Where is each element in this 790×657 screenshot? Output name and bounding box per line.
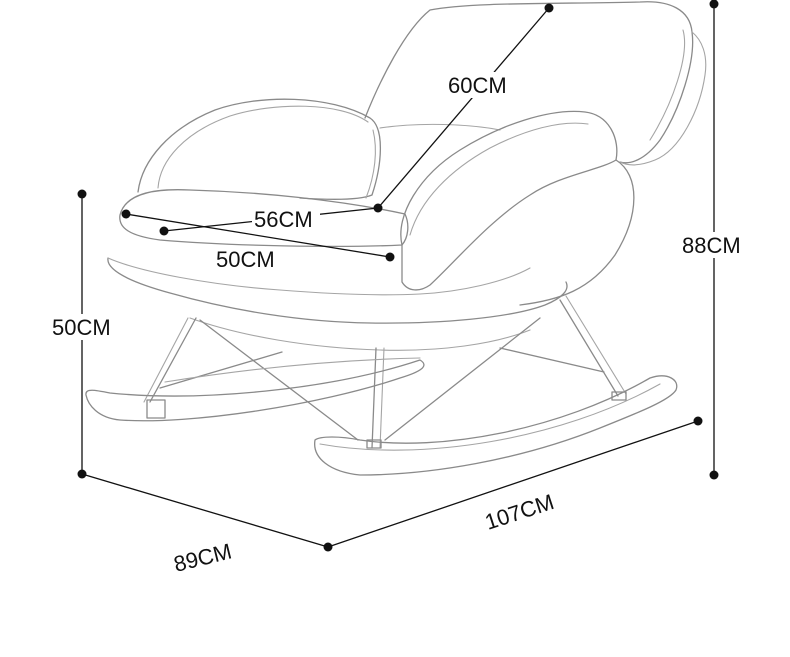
right-armrest-side [519, 159, 635, 306]
leg-back-right [559, 299, 619, 397]
brace-bar [164, 357, 421, 383]
rocker-right-foot-1 [366, 439, 382, 449]
cross-brace-3 [384, 317, 541, 441]
backrest [364, 1, 694, 164]
label-overall-depth: 89CM [171, 538, 234, 576]
chair-shell-top [107, 257, 531, 296]
leg-front-left-2 [143, 317, 189, 403]
rocker-right-foot-2 [611, 391, 627, 401]
rocker-left [85, 359, 425, 422]
rocker-right [314, 375, 678, 476]
label-seat-depth: 50CM [216, 247, 275, 272]
left-armrest-inner [157, 105, 369, 189]
left-armrest-crease [365, 129, 376, 199]
dim-line-seat-depth [125, 213, 391, 258]
seat-rear [379, 123, 501, 131]
rocker-right-inner [319, 383, 661, 451]
label-back-depth: 60CM [448, 73, 507, 98]
left-armrest [137, 98, 382, 200]
cross-brace-4 [499, 347, 605, 373]
backrest-inner-crease [649, 29, 686, 141]
label-overall-height: 88CM [682, 233, 741, 258]
rocking-chair-drawing [85, 1, 707, 476]
cross-brace-1 [199, 319, 359, 441]
label-seat-width: 56CM [254, 207, 313, 232]
dim-dot [693, 416, 703, 426]
leg-front-left [149, 317, 197, 403]
dim-dot [709, 470, 719, 480]
right-armrest-inner [409, 122, 589, 236]
dim-dot [77, 189, 87, 199]
rocker-left-foot [146, 399, 166, 419]
dim-dot [159, 226, 169, 236]
dim-dot [121, 209, 131, 219]
dim-dot [544, 3, 554, 13]
chair-shell-bottom [189, 317, 531, 351]
right-armrest [400, 110, 618, 291]
label-seat-height: 50CM [52, 315, 111, 340]
dim-dot [385, 252, 395, 262]
dim-line-overall-width [327, 420, 699, 548]
cross-brace-2 [159, 351, 283, 389]
chair-legs [143, 295, 627, 449]
dim-line-overall-depth [81, 473, 329, 548]
label-overall-width: 107CM [482, 489, 557, 535]
chair-shell [107, 257, 568, 324]
backrest-edge [619, 31, 707, 166]
dim-dot [709, 0, 719, 9]
leg-back-right-2 [565, 295, 627, 395]
leg-front-mid-2 [379, 347, 385, 449]
leg-front-mid [371, 347, 377, 449]
seat-cushion [119, 189, 409, 248]
dim-line-back-depth [377, 7, 550, 209]
dimension-annotations: 60CM 56CM 50CM 88CM 50CM 89CM 107CM [50, 0, 748, 577]
